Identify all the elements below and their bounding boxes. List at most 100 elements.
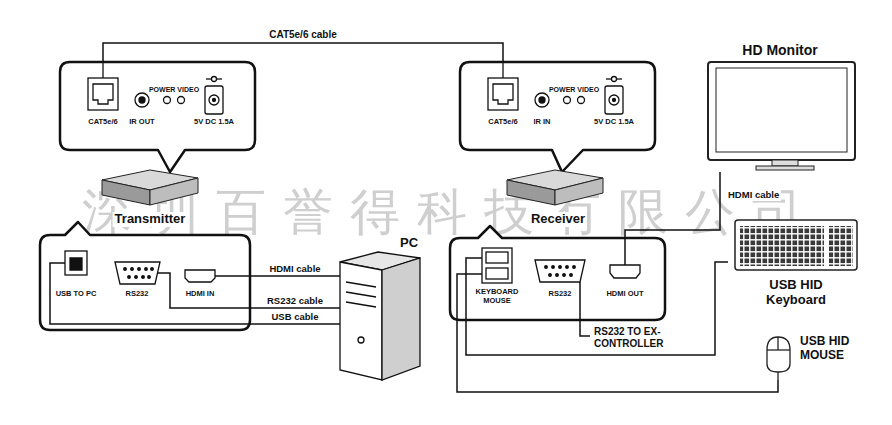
node-label: HD Monitor [742,42,817,58]
back-panel-ports-part [610,265,640,278]
back-panel-ports-part [124,268,127,271]
callout-bubble-part [40,222,250,330]
node-label: CAT5e/6 [488,118,517,127]
panel-wire-part [580,282,590,336]
back-panel-ports-part [545,266,548,269]
mouse-part [777,372,778,380]
node-label: USB TO PC [56,290,97,299]
node-label: PC [400,236,418,251]
front-panel-ports-part [213,99,216,102]
back-panel-ports-part [556,274,559,277]
front-panel-ports-part [613,99,616,102]
front-panel-ports-part [212,77,217,82]
pc-node: PC [340,234,430,382]
node-label: KEYBOARD MOUSE [474,288,520,305]
back-panel-ports-part [185,270,215,282]
monitor-part [756,166,814,170]
cable-label: HDMI cable [726,190,781,201]
front-panel-ports-part [493,84,513,104]
node-label: RS232 [126,290,149,299]
extender-unit-part [150,178,198,205]
back-panel-ports-part [482,248,512,283]
node-label: Receiver [529,212,587,227]
panel-wire-part [158,273,250,308]
back-panel-ports-part [535,260,585,282]
panel-wire-part [215,275,250,277]
cable-line [250,323,340,325]
front-panel-ports-part [488,78,518,110]
node-label: Transmitter [113,212,188,227]
front-panel-ports-part [93,84,113,104]
front-panel-ports-part [609,95,619,105]
front-panel-ports-part [139,97,145,103]
cable-line [103,43,503,62]
front-panel-ports-part [178,97,185,104]
node-label: CAT5e/6 [88,118,117,127]
front-panel-ports-part [502,62,503,78]
device-node: Receiver [500,166,610,229]
node-label: IR IN [533,118,550,127]
node-label: USB HID Keyboard [754,278,838,308]
pc-tower [340,252,420,380]
cable-label: RS232 cable [265,296,325,307]
monitor-node: HD Monitor [700,40,860,172]
mouse-part [777,337,778,350]
pc-tower-part [346,302,376,307]
back-panel-ports-part [70,258,82,270]
monitor [708,62,855,170]
front-panel-ports-part [205,86,223,114]
pc-tower-part [382,258,420,380]
cable-line [625,172,720,238]
note-label: RS232 TO EX-CONTROLLER [594,326,682,349]
back-panel-ports-part [115,262,160,284]
front-panel-ports-part [164,97,171,104]
front-panel-ports [88,62,623,114]
back-panel-ports-part [135,276,138,279]
device-node: Transmitter [95,166,205,229]
panel-wire-part [50,263,250,324]
back-panel-ports-part [65,251,87,275]
keyboard-part [735,220,857,270]
keyboard-part [740,226,824,266]
back-panel-ports-part [570,274,573,277]
back-panel-ports-part [148,276,151,279]
extender-unit-part [102,180,150,205]
back-panel-ports-part [131,268,134,271]
cable-label: USB cable [270,312,321,323]
keyboard-node: USB HID Keyboard [728,216,864,312]
back-panel-ports-part [566,266,569,269]
back-panel-ports-part [563,274,566,277]
node-label: RS232 [549,290,572,299]
back-panel-ports-part [486,268,508,279]
back-panel-ports-part [486,252,508,263]
node-label: HDMI IN [186,290,215,299]
front-panel-ports-part [535,93,549,107]
extender-unit-part [507,180,555,205]
front-panel-ports-part [539,97,545,103]
keyboard-part [829,226,853,266]
back-panel-ports-part [142,276,145,279]
monitor-part [708,62,855,160]
panel-wire-part [457,274,482,320]
pc-tower-part [358,337,364,343]
back-panel-ports-part [138,268,141,271]
cable-line [466,262,728,355]
extender-unit [102,170,603,205]
back-panel-ports-part [549,274,552,277]
callout-bubble-part [450,226,665,320]
front-panel-ports-part [209,95,219,105]
node-label: HDMI OUT [606,290,643,299]
node-label: 5V DC 1.5A [594,118,634,127]
cable-line [457,320,778,392]
cable-line [250,275,340,277]
pc-tower-part [346,282,376,287]
panel-wire-part [624,238,626,265]
mouse [767,337,790,380]
back-panel-ports-part [128,276,131,279]
front-panel-ports-part [578,97,585,104]
monitor-part [772,160,798,166]
cable-line [250,307,340,309]
pc-tower-part [346,292,376,297]
node-label: USB HID MOUSE [800,335,864,363]
